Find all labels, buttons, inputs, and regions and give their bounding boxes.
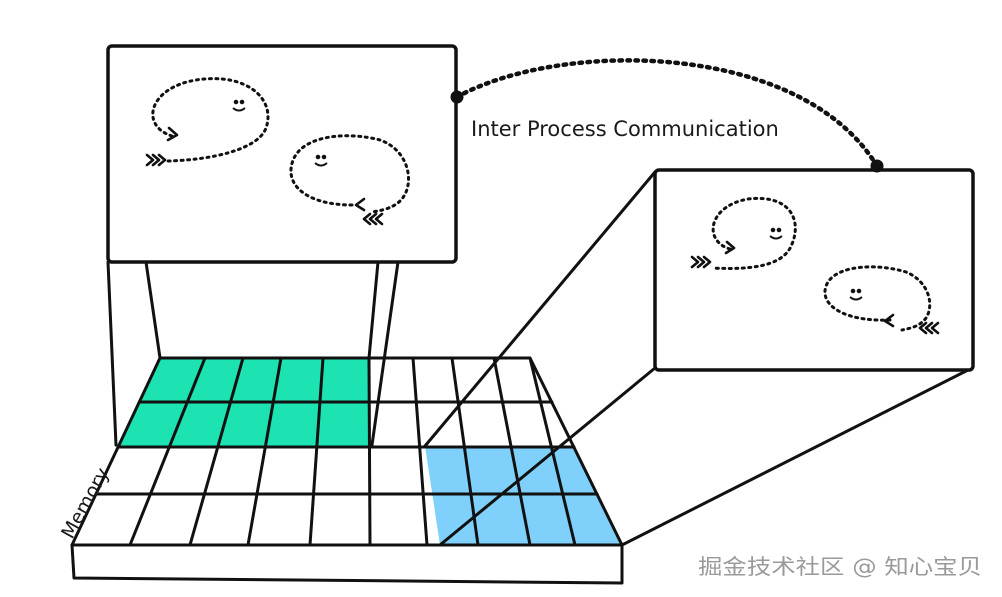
chevron-left-icon <box>930 321 940 335</box>
process-a-thread-2 <box>289 134 410 214</box>
ipc-label: Inter Process Communication <box>471 117 779 141</box>
memory-slab <box>70 543 624 585</box>
thread-loop <box>823 265 932 332</box>
ipc-dotted-arc <box>454 58 880 169</box>
chevron-right-icon <box>157 153 167 167</box>
arrowhead-icon <box>354 197 366 212</box>
memory-col-line <box>308 356 325 547</box>
memory-col-line <box>128 356 207 547</box>
memory-col-line <box>246 356 283 547</box>
chevron-right-icon <box>690 255 700 269</box>
chevron-right-icon <box>145 153 155 167</box>
memory-slab-front-face <box>70 543 624 585</box>
chevron-left-icon <box>368 212 378 226</box>
smiley-face-icon <box>314 154 328 167</box>
ipc-connector <box>450 58 884 173</box>
process-a-thread-1-arrows <box>145 126 179 167</box>
chevron-left-icon <box>918 321 928 335</box>
chevron-left-icon <box>374 212 384 226</box>
memory-col-line <box>367 356 372 547</box>
memory-label: Memory <box>57 464 114 542</box>
projection-line <box>620 366 974 547</box>
chevron-right-icon <box>151 153 161 167</box>
projection-line <box>438 366 657 547</box>
smiley-face-icon <box>849 288 863 301</box>
process-a-thread-2-arrows <box>354 197 384 226</box>
memory-grid <box>70 356 624 547</box>
chevron-left-icon <box>362 212 372 226</box>
projection-line <box>144 260 162 360</box>
projection-line <box>370 260 400 447</box>
process-a-frame <box>106 44 458 264</box>
memory-col-line <box>450 356 480 547</box>
process-a-box <box>106 44 458 264</box>
arrowhead-icon <box>724 240 736 255</box>
process-b-thread-2-arrows <box>883 313 940 335</box>
ipc-endpoint-dot <box>450 90 464 104</box>
process-b-thread-1-arrows <box>690 240 736 269</box>
arrowhead-icon <box>883 313 895 328</box>
chevron-left-icon <box>924 321 934 335</box>
thread-loop <box>289 134 410 214</box>
chevron-right-icon <box>702 255 712 269</box>
projection-line <box>367 260 380 360</box>
memory-col-line <box>492 356 532 547</box>
chevron-right-icon <box>696 255 706 269</box>
watermark: 掘金技术社区 @ 知心宝贝 <box>698 555 982 579</box>
process-b-thread-1 <box>710 196 797 270</box>
process-b-thread-2 <box>823 265 932 332</box>
memory-col-line <box>188 356 245 547</box>
thread-loop <box>151 77 270 163</box>
projection-line <box>423 170 657 448</box>
ipc-endpoint-dot <box>870 159 884 173</box>
projection-line <box>106 260 118 447</box>
process-a-thread-1 <box>151 77 270 163</box>
process-b-projection-lines <box>423 170 974 547</box>
arrowhead-icon <box>166 126 179 142</box>
process-b-frame <box>653 168 975 372</box>
smiley-face-icon <box>232 99 246 112</box>
process-b-box <box>653 168 975 372</box>
process-a-projection-lines <box>106 260 400 447</box>
thread-loop <box>710 196 797 270</box>
smiley-face-icon <box>769 227 783 240</box>
memory-col-line <box>411 356 429 547</box>
